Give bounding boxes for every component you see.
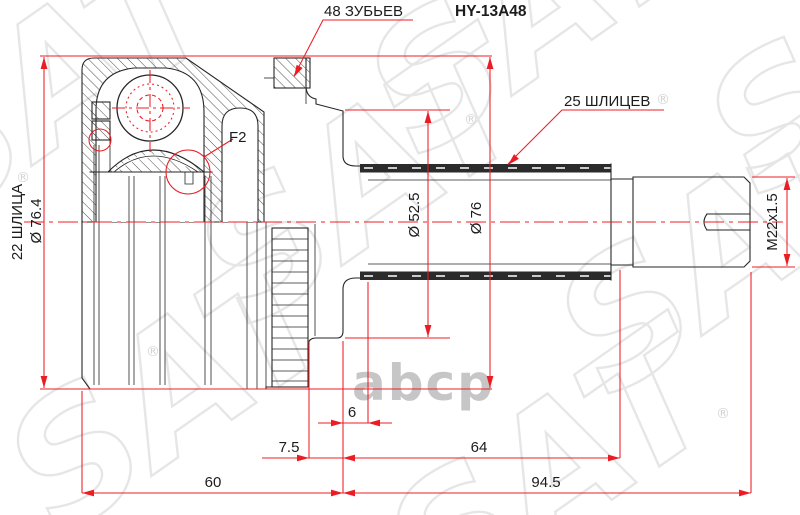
thread-outline bbox=[632, 176, 751, 268]
spline-detail-circle bbox=[88, 128, 112, 152]
spline-shaft bbox=[360, 163, 634, 281]
tone-ring-exterior bbox=[271, 227, 309, 388]
snap-ring-groove bbox=[184, 172, 194, 185]
dimension-lines bbox=[40, 19, 795, 497]
tone-ring-teeth bbox=[272, 238, 308, 382]
bearing-ball bbox=[116, 74, 184, 142]
leader-25-splines bbox=[507, 109, 664, 165]
tone-ring bbox=[264, 57, 311, 388]
bearing-circle-large bbox=[125, 83, 175, 133]
back-dome bbox=[222, 108, 258, 222]
label-diameter-76-4: Ø 76.4 bbox=[28, 198, 45, 243]
boot-collar bbox=[305, 57, 369, 347]
leader-f2 bbox=[203, 138, 234, 158]
registered-mark: ® bbox=[464, 112, 478, 128]
label-22-splines: 22 ШЛИЦА bbox=[9, 184, 26, 260]
dim-text-60: 60 bbox=[205, 474, 222, 491]
label-25-splines: 25 ШЛИЦЕВ bbox=[564, 93, 650, 110]
label-diameter-52-5: Ø 52.5 bbox=[406, 192, 423, 237]
back-dome-outline bbox=[221, 107, 259, 223]
inner-spline-block bbox=[91, 101, 111, 120]
dim-text-7-5: 7.5 bbox=[279, 439, 300, 456]
registered-mark: ® bbox=[656, 92, 670, 108]
dimension-arrows bbox=[40, 57, 791, 497]
part-number: HY-13A48 bbox=[455, 3, 527, 20]
thread-end bbox=[632, 176, 751, 268]
leader-48-teeth bbox=[293, 19, 413, 77]
cage-inner-edge bbox=[113, 155, 199, 173]
dim-text-94-5: 94.5 bbox=[531, 474, 560, 491]
cage-race-hatch bbox=[106, 149, 206, 173]
bearing-circle-small bbox=[136, 94, 164, 122]
dim-text-6: 6 bbox=[348, 404, 356, 421]
registered-mark: ® bbox=[716, 406, 730, 422]
cavity-outline bbox=[95, 67, 205, 223]
registered-mark: ® bbox=[16, 170, 30, 186]
collar-bottom-face bbox=[307, 277, 369, 347]
f2-detail-circle bbox=[165, 149, 211, 195]
collar-top-face bbox=[305, 57, 369, 167]
registered-mark: ® bbox=[146, 344, 160, 360]
tone-ring-section bbox=[273, 57, 311, 89]
abcp-logo-watermark: abcp bbox=[352, 354, 495, 412]
ball bbox=[116, 74, 184, 142]
label-thread-m22: M22x1.5 bbox=[764, 193, 781, 251]
label-48-teeth: 48 ЗУБЬЕВ bbox=[324, 3, 403, 20]
labels: 48 ЗУБЬЕВ HY-13A48 25 ШЛИЦЕВ F2 22 ШЛИЦА… bbox=[9, 3, 781, 491]
dim-text-64: 64 bbox=[471, 439, 488, 456]
centerlines bbox=[24, 70, 783, 223]
label-diameter-76: Ø 76 bbox=[468, 202, 485, 235]
inner-spline-block bbox=[91, 120, 111, 141]
label-f2: F2 bbox=[229, 129, 247, 146]
